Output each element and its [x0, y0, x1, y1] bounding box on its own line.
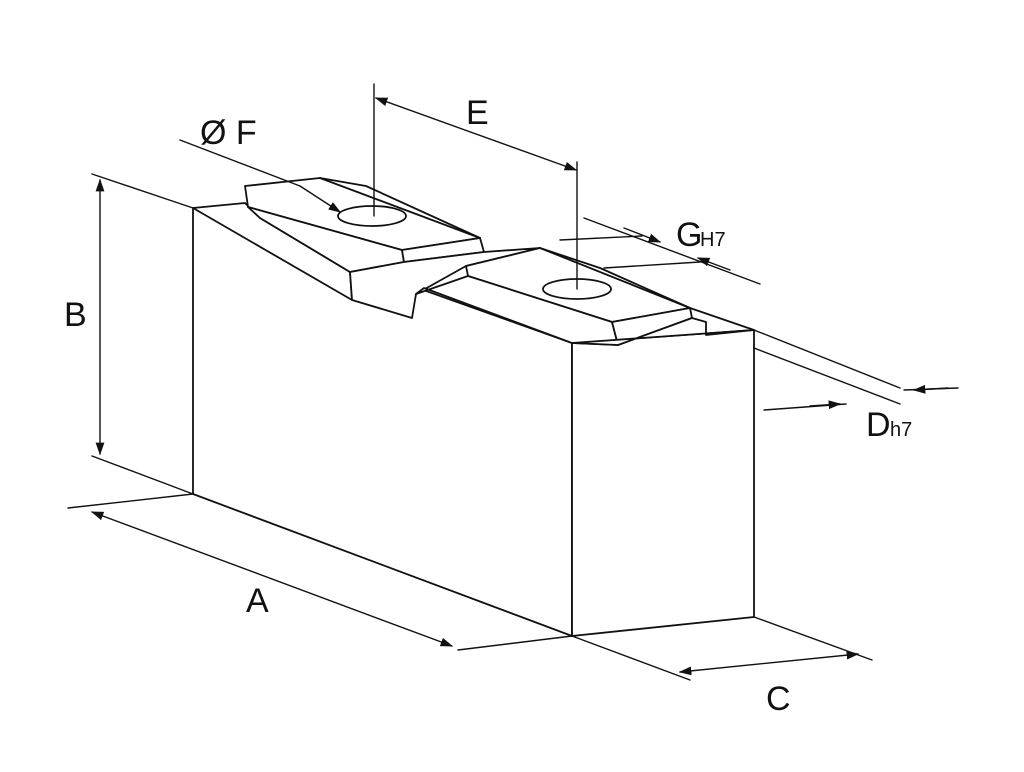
dimension-d: D h7 [753, 329, 959, 444]
label-b: B [64, 296, 87, 334]
top-ledge-right [571, 317, 755, 346]
dimension-e: E [373, 83, 578, 290]
dimension-f: Ø F [179, 114, 342, 213]
hole-left [337, 205, 407, 227]
label-d-tolerance: h7 [890, 419, 912, 441]
dimension-g: G H7 [559, 216, 761, 285]
rear-edge-2 [539, 247, 755, 331]
label-d: D [866, 406, 891, 444]
label-a: A [246, 582, 269, 620]
dimension-b: B [64, 173, 194, 495]
top-profile [192, 177, 755, 346]
rear-edge [319, 177, 481, 239]
label-f: Ø F [200, 114, 257, 152]
label-g-tolerance: H7 [700, 229, 726, 251]
dimension-a: A [67, 493, 573, 651]
label-c: C [766, 680, 791, 718]
label-e: E [466, 94, 489, 132]
dimension-c: C [571, 616, 873, 718]
end-face [571, 329, 755, 637]
label-g: G [676, 216, 702, 254]
